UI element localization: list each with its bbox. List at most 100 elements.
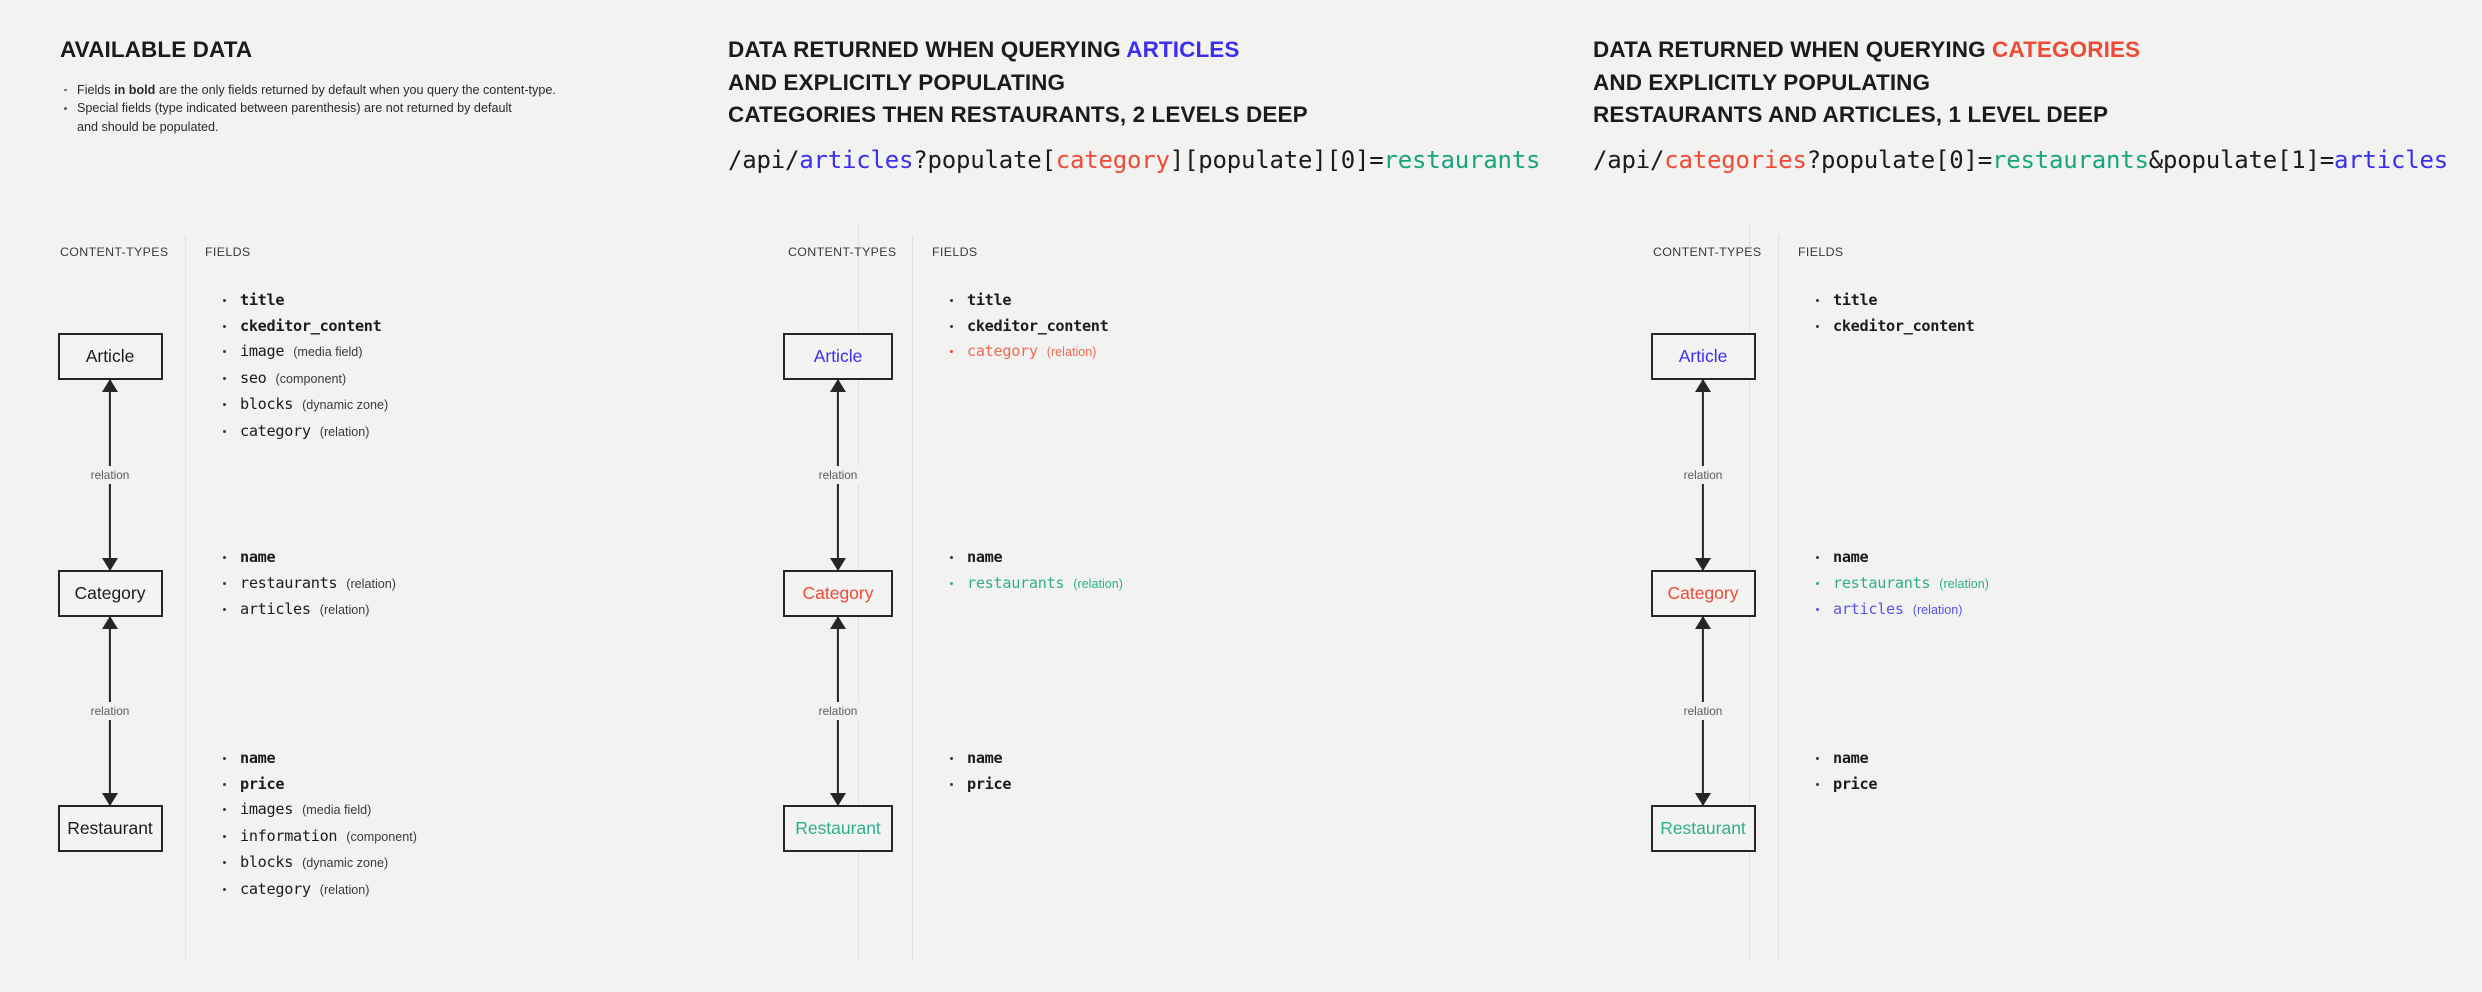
arrow-down-icon xyxy=(1695,558,1711,571)
content-type-box-restaurant[interactable]: Restaurant xyxy=(57,805,163,852)
arrow-down-icon xyxy=(830,793,846,806)
field-name: title xyxy=(240,291,285,309)
relation-label: relation xyxy=(1678,466,1728,484)
field-name: seo xyxy=(240,368,267,387)
field-row: ckeditor_content xyxy=(1811,314,1975,340)
field-type: (media field) xyxy=(302,803,372,817)
relation-label: relation xyxy=(85,702,135,720)
field-name: name xyxy=(1833,548,1869,566)
content-type-box-restaurant[interactable]: Restaurant xyxy=(1650,805,1756,852)
relation-connector: relation xyxy=(808,616,868,806)
field-name: ckeditor_content xyxy=(1833,316,1975,335)
content-type-label: Restaurant xyxy=(67,818,153,838)
field-type: (relation) xyxy=(1939,576,1989,591)
field-row: price xyxy=(945,772,1012,798)
field-list: name price xyxy=(945,746,1012,798)
field-type: (relation) xyxy=(1912,603,1963,617)
arrow-up-icon xyxy=(830,379,846,392)
column-label-fields: FIELDS xyxy=(932,245,978,259)
field-row: title xyxy=(1811,288,1975,314)
field-name: price xyxy=(240,774,285,793)
field-row: blocks(dynamic zone) xyxy=(218,392,388,419)
content-type-box-category[interactable]: Category xyxy=(57,570,163,617)
field-row: restaurants(relation) xyxy=(945,571,1123,598)
column-label-content-types: CONTENT-TYPES xyxy=(1653,245,1762,259)
field-name: restaurants xyxy=(1833,573,1931,592)
field-name: category xyxy=(240,421,311,440)
content-type-box-restaurant[interactable]: Restaurant xyxy=(783,805,893,852)
fields-column-divider xyxy=(185,235,187,960)
field-name: blocks xyxy=(240,853,294,871)
field-row: price xyxy=(218,772,417,798)
content-type-label: Restaurant xyxy=(1660,818,1746,838)
arrow-down-icon xyxy=(102,793,118,806)
url-segment: /api/ xyxy=(1593,146,1665,174)
url-segment: restaurants xyxy=(1992,146,2149,174)
panel-title-line: AVAILABLE DATA xyxy=(60,34,556,67)
field-type: (relation) xyxy=(319,603,370,617)
arrow-down-icon xyxy=(830,558,846,571)
field-row: restaurants (relation) xyxy=(1811,571,1989,598)
relation-label: relation xyxy=(1678,702,1728,720)
field-name: category xyxy=(967,342,1038,360)
field-type: (component) xyxy=(275,371,347,386)
field-name: articles xyxy=(1833,600,1904,618)
content-type-label: Category xyxy=(74,583,146,603)
api-url[interactable]: /api/categories?populate[0]=restaurants&… xyxy=(1593,146,2448,174)
field-row: name xyxy=(945,545,1123,571)
field-row: restaurants(relation) xyxy=(218,571,396,598)
field-row: seo (component) xyxy=(218,366,388,393)
title-segment: DATA RETURNED WHEN QUERYING xyxy=(728,37,1127,62)
field-row: articles(relation) xyxy=(218,597,396,624)
field-list: title ckeditor_content xyxy=(1811,288,1975,339)
field-group-category: name restaurants (relation) articles (relati… xyxy=(1811,545,1989,624)
relation-connector: relation xyxy=(808,379,868,571)
panel-title-line: AND EXPLICITLY POPULATING xyxy=(1593,67,2140,100)
field-name: title xyxy=(967,291,1012,309)
column-label-content-types: CONTENT-TYPES xyxy=(60,245,169,259)
column-label-fields: FIELDS xyxy=(205,245,251,259)
column-label-content-types: CONTENT-TYPES xyxy=(788,245,897,259)
content-type-box-article[interactable]: Article xyxy=(1650,333,1756,380)
field-row: name xyxy=(218,545,396,571)
field-name: ckeditor_content xyxy=(967,316,1109,335)
field-name: name xyxy=(240,749,276,767)
field-type: (relation) xyxy=(319,882,370,897)
field-type: (relation) xyxy=(346,576,396,591)
url-segment: articles xyxy=(799,146,914,174)
field-type: (relation) xyxy=(1073,576,1123,591)
field-name: category xyxy=(240,879,311,898)
field-row: category (relation) xyxy=(218,877,417,904)
field-group-restaurant: name price images(media field)information(… xyxy=(218,746,417,903)
url-segment: &populate[1]= xyxy=(2148,146,2334,174)
content-type-box-article[interactable]: Article xyxy=(783,333,893,380)
field-row: information(component) xyxy=(218,824,417,851)
field-name: name xyxy=(1833,749,1869,767)
content-type-box-category[interactable]: Category xyxy=(1650,570,1756,617)
field-type: (dynamic zone) xyxy=(302,856,389,870)
api-url[interactable]: /api/articles?populate[category][populat… xyxy=(728,146,1540,174)
field-row: category(relation) xyxy=(945,339,1109,366)
field-name: name xyxy=(967,749,1003,767)
url-segment: restaurants xyxy=(1383,146,1541,174)
title-segment: AND EXPLICITLY POPULATING xyxy=(1593,69,1931,95)
content-type-box-category[interactable]: Category xyxy=(783,570,893,617)
field-name: title xyxy=(1833,291,1878,309)
content-type-box-article[interactable]: Article xyxy=(57,333,163,380)
field-name: price xyxy=(1833,774,1878,793)
note-item: Special fields (type indicated between p… xyxy=(60,99,556,118)
field-row: images(media field) xyxy=(218,797,417,824)
field-type: (relation) xyxy=(319,424,370,439)
field-name: blocks xyxy=(240,395,294,413)
content-type-label: Article xyxy=(85,346,135,366)
field-row: name xyxy=(218,746,417,772)
content-type-label: Category xyxy=(802,583,874,603)
fields-column-divider xyxy=(1778,235,1780,960)
